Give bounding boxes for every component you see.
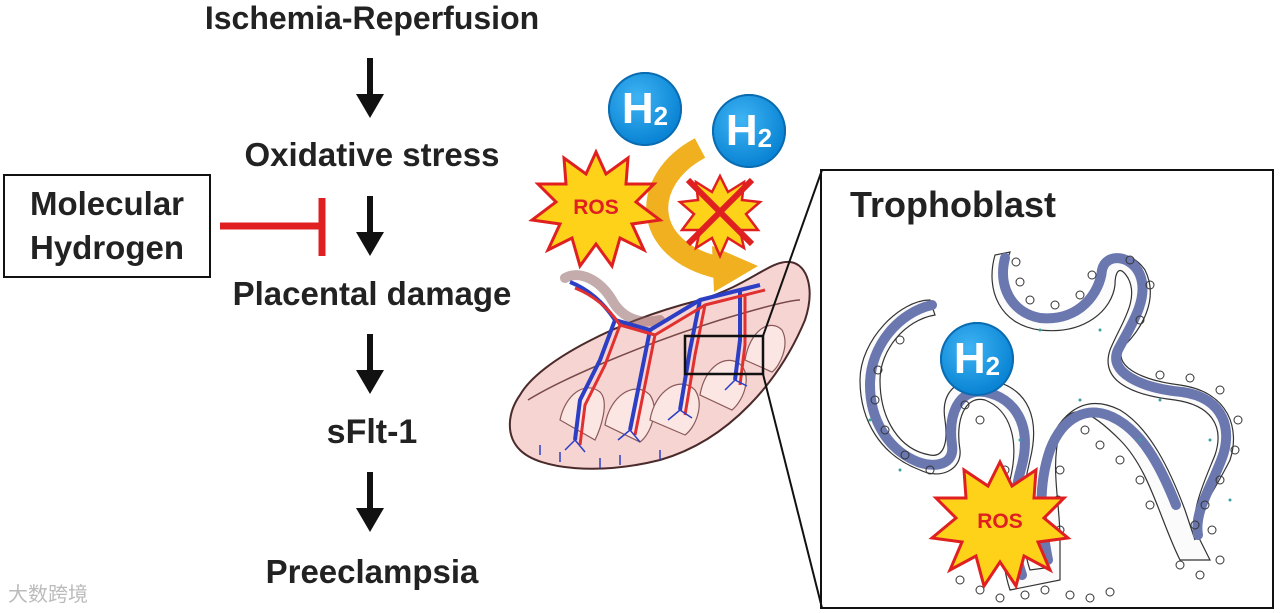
h2-neutralize-arrow — [646, 138, 758, 292]
h2-subscript-2: 2 — [757, 123, 773, 153]
molecular-hydrogen-box — [3, 174, 211, 278]
ros-label-trophoblast: ROS — [977, 510, 1023, 533]
molecular-hydrogen-label-1: Molecular — [29, 185, 185, 222]
ros-burst-top: ROS — [528, 148, 664, 270]
h2-letter-2: H — [725, 106, 758, 155]
flow-arrow-3 — [356, 334, 384, 394]
h2-badge-trophoblast: H2 — [940, 322, 1014, 396]
molecular-hydrogen-label-2: Hydrogen — [29, 229, 184, 266]
flow-arrow-2 — [356, 196, 384, 256]
ros-burst-trophoblast: ROS — [928, 458, 1072, 590]
cross-mark-b — [685, 177, 755, 247]
flow-step-ischemia: Ischemia-Reperfusion — [204, 0, 540, 36]
flow-step-placental-damage: Placental damage — [232, 275, 512, 312]
trophoblast-title: Trophoblast — [850, 184, 1056, 225]
flow-step-preeclampsia: Preeclampsia — [265, 553, 479, 590]
trophoblast-panel — [820, 169, 1274, 609]
h2-subscript-1: 2 — [653, 101, 669, 131]
inhibition-arrow — [220, 198, 326, 256]
trophoblast-illustration: ROS — [859, 251, 1243, 603]
h2-subscript-3: 2 — [985, 351, 1001, 381]
watermark: 大数跨境 — [8, 584, 88, 606]
flow-arrow-1 — [356, 58, 384, 118]
h2-badge-2: H2 — [712, 94, 786, 168]
flow-arrow-4 — [356, 472, 384, 532]
flow-step-sflt1: sFlt-1 — [326, 413, 418, 451]
h2-letter-1: H — [621, 84, 654, 133]
ros-burst-neutralized — [677, 173, 763, 260]
placenta-illustration — [508, 169, 823, 609]
h2-badge-1: H2 — [608, 72, 682, 146]
h2-letter-3: H — [953, 334, 986, 383]
ros-label-top: ROS — [573, 196, 619, 219]
flow-step-oxidative-stress: Oxidative stress — [244, 136, 500, 173]
